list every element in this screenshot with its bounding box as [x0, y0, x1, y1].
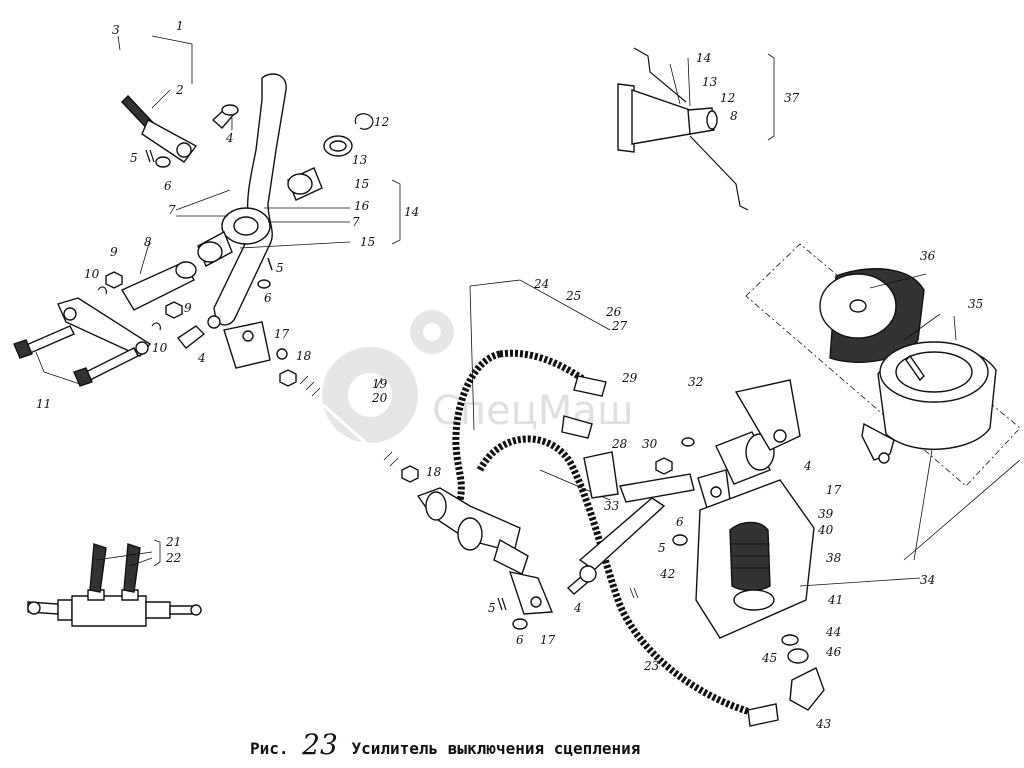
caption-prefix: Рис. — [250, 739, 289, 758]
callout-37: 37 — [784, 91, 800, 105]
callout-21: 21 — [165, 535, 181, 549]
callout-22: 22 — [165, 551, 181, 565]
lever-assembly — [13, 37, 419, 483]
caption-title: Усилитель выключения сцепления — [351, 739, 641, 758]
callout-6: 6 — [676, 515, 684, 529]
callout-4: 4 — [225, 131, 234, 145]
pin — [211, 104, 239, 129]
callout-24: 24 — [533, 277, 549, 291]
callout-13: 13 — [352, 153, 368, 167]
figure-caption: Рис. 23 Усилитель выключения сцепления — [250, 728, 850, 762]
callout-15: 15 — [360, 235, 375, 249]
callout-8: 8 — [144, 235, 152, 249]
callout-42: 42 — [659, 567, 675, 581]
callout-8: 8 — [730, 109, 738, 123]
push-rod — [75, 37, 198, 163]
callout-6: 6 — [264, 291, 272, 305]
callout-18: 18 — [426, 465, 442, 479]
callout-5: 5 — [488, 601, 496, 615]
callout-35: 35 — [968, 297, 983, 311]
callout-5: 5 — [658, 541, 666, 555]
callout-1: 1 — [176, 19, 184, 33]
gear-logo-icon — [322, 310, 454, 443]
callout-14: 14 — [696, 51, 711, 65]
callout-43: 43 — [815, 717, 832, 731]
callout-14: 14 — [404, 205, 419, 219]
hose — [476, 435, 752, 716]
callout-30: 30 — [642, 437, 658, 451]
callout-11: 11 — [36, 397, 51, 411]
figure-number: 23 — [302, 728, 338, 761]
brake-chamber-assembly — [745, 243, 1021, 587]
callout-17: 17 — [826, 483, 842, 497]
callout-15: 15 — [354, 177, 369, 191]
callout-5: 5 — [276, 261, 284, 275]
callout-26: 26 — [605, 305, 622, 319]
callout-40: 40 — [817, 523, 834, 537]
callout-17: 17 — [540, 633, 556, 647]
callout-10: 10 — [84, 267, 100, 281]
callout-10: 10 — [152, 341, 168, 355]
valve-assembly — [27, 539, 202, 627]
callout-4: 4 — [197, 351, 206, 365]
callout-46: 46 — [825, 645, 842, 659]
leader-lines-left — [35, 35, 401, 389]
callout-23: 23 — [643, 659, 660, 673]
callout-34: 34 — [920, 573, 935, 587]
callout-25: 25 — [565, 289, 581, 303]
hose — [452, 350, 502, 501]
callout-12: 12 — [374, 115, 389, 129]
callout-6: 6 — [164, 179, 172, 193]
booster-assembly — [416, 279, 825, 727]
callout-20: 20 — [371, 391, 388, 405]
callout-39: 39 — [818, 507, 834, 521]
callout-17: 17 — [274, 327, 290, 341]
callout-45: 45 — [761, 651, 777, 665]
callout-28: 28 — [611, 437, 628, 451]
callout-32: 32 — [688, 375, 703, 389]
callout-33: 33 — [604, 499, 620, 513]
callout-36: 36 — [920, 249, 936, 263]
callout-7: 7 — [168, 203, 176, 217]
callout-19: 19 — [372, 377, 388, 391]
callout-38: 38 — [826, 551, 842, 565]
callout-labels: 1 2 3 4 4 4 4 5 5 5 5 6 6 6 6 7 7 8 8 9 … — [36, 19, 983, 731]
callout-9: 9 — [110, 245, 118, 259]
callout-6: 6 — [516, 633, 524, 647]
callout-4: 4 — [803, 459, 812, 473]
callout-44: 44 — [825, 625, 841, 639]
callout-12: 12 — [720, 91, 735, 105]
callout-41: 41 — [827, 593, 843, 607]
callout-7: 7 — [352, 215, 360, 229]
callout-3: 3 — [112, 23, 120, 37]
bell-crank-lever — [213, 73, 287, 326]
bracket-assembly — [617, 47, 775, 211]
callout-4: 4 — [573, 601, 582, 615]
callout-16: 16 — [354, 199, 370, 213]
callout-27: 27 — [611, 319, 628, 333]
callout-9: 9 — [184, 301, 192, 315]
callout-29: 29 — [621, 371, 638, 385]
adjusting-rod — [299, 375, 399, 472]
callout-18: 18 — [296, 349, 312, 363]
callout-13: 13 — [702, 75, 718, 89]
callout-5: 5 — [130, 151, 138, 165]
callout-2: 2 — [175, 83, 184, 97]
